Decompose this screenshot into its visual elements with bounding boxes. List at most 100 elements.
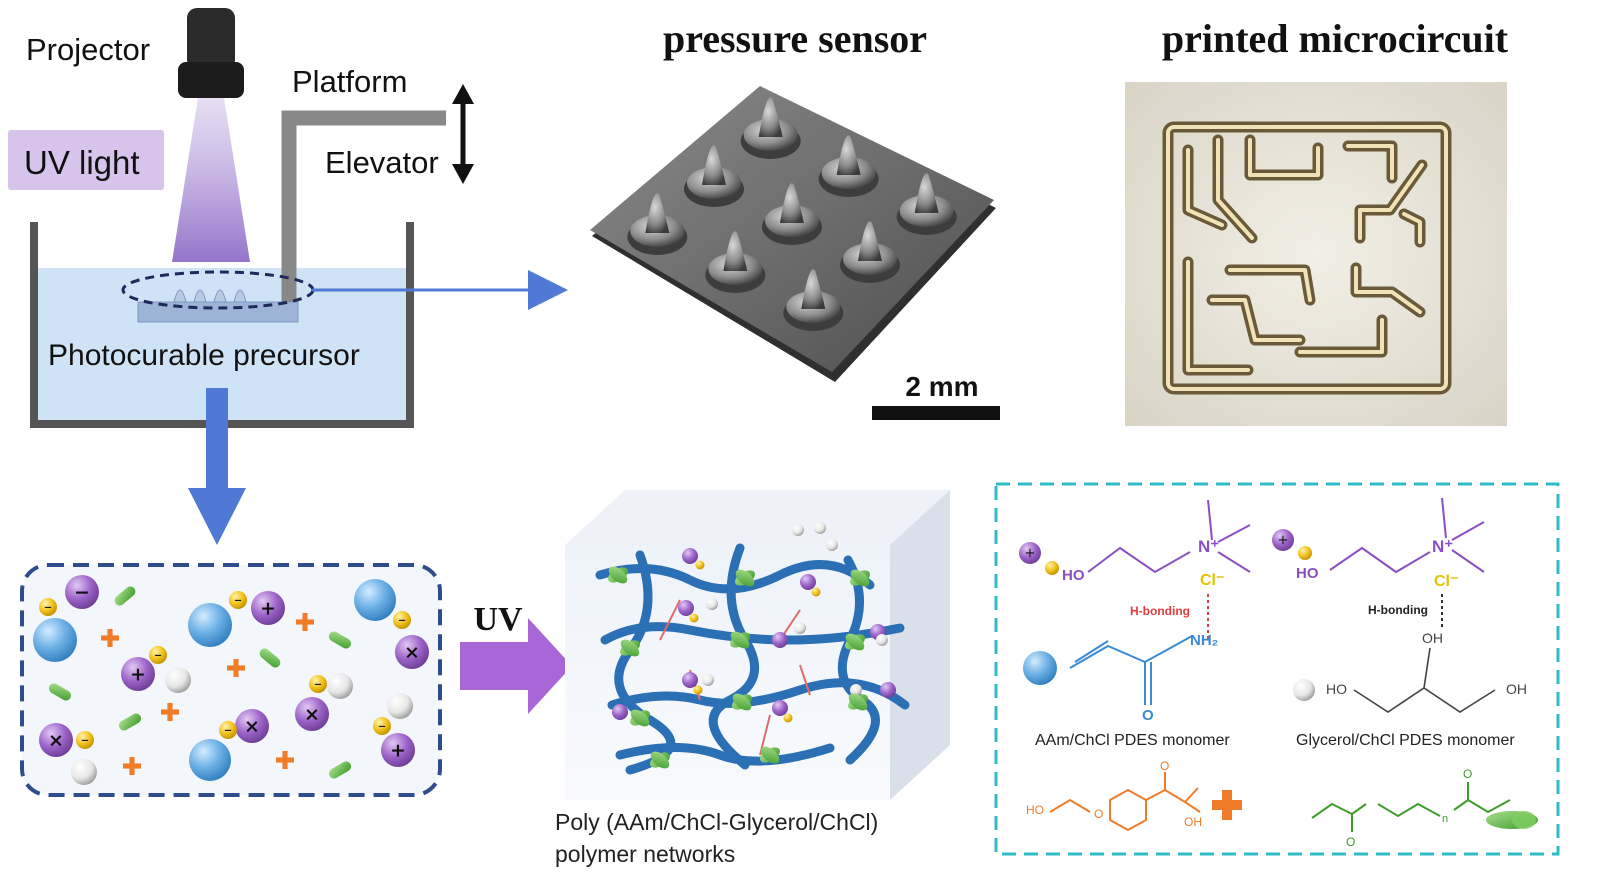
platform-label: Platform (292, 64, 407, 99)
initiator-o2: O (1160, 759, 1169, 773)
network-cation (800, 574, 816, 590)
anion-particle: − (373, 717, 391, 735)
pressure-sensor-image (590, 86, 1000, 420)
chemistry-panel: + + (994, 482, 1560, 856)
sensor-bump (684, 145, 744, 207)
network-cation (772, 700, 788, 716)
cation-particle: + (381, 733, 415, 767)
network-crosslink (620, 639, 640, 657)
uv-light-label: UV light (24, 144, 140, 181)
scale-bar-label: 2 mm (905, 371, 978, 402)
choline-structure-left: + (1019, 499, 1251, 705)
network-glycerol (794, 622, 806, 634)
crosslinker-particle (328, 631, 352, 649)
network-glycerol (876, 634, 888, 646)
network-cation (612, 704, 628, 720)
uv-light-box (8, 130, 164, 190)
cation-particle: − (65, 575, 99, 609)
svg-text:+: + (260, 598, 276, 619)
mixture-box (20, 563, 442, 797)
crosslinker-particle (328, 761, 352, 779)
svg-text:×: × (48, 730, 64, 751)
network-cation (678, 600, 694, 616)
network-anion (811, 587, 821, 597)
crosslinker-particle (259, 648, 281, 668)
chem-right-caption: Glycerol/ChCl PDES monomer (1296, 732, 1515, 749)
monomer-particle (33, 618, 77, 662)
crosslinker-n: n (1442, 813, 1448, 825)
network-caption-line1: Poly (AAm/ChCl-Glycerol/ChCl) (555, 809, 878, 835)
network-cube-side (890, 490, 950, 800)
crosslinker-structure (1311, 782, 1511, 832)
chem-left-n: N⁺ (1198, 537, 1219, 556)
arrow-down-to-mixture (188, 388, 246, 545)
sensor-bump (840, 221, 900, 283)
sensor-bumps (627, 97, 957, 331)
svg-text:+: + (390, 740, 406, 761)
initiator-particle (101, 629, 119, 647)
chem-right-n: N⁺ (1432, 537, 1453, 556)
elevator-arrow (452, 84, 474, 184)
cation-particle: × (235, 709, 269, 743)
network-crosslink (608, 566, 628, 584)
network-crosslink (850, 569, 870, 587)
chem-left-caption: AAm/ChCl PDES monomer (1035, 732, 1230, 749)
svg-text:−: − (314, 679, 322, 690)
glycerol-particle (71, 759, 97, 785)
svg-text:−: − (74, 582, 90, 603)
network-anion (689, 613, 699, 623)
vat-printer-apparatus (8, 8, 568, 545)
precursor-label: Photocurable precursor (48, 339, 360, 372)
chem-right-oh-top: OH (1422, 630, 1443, 646)
network-crosslink (735, 569, 755, 587)
platform-arm (281, 110, 446, 320)
microcircuit-title: printed microcircuit (1162, 16, 1509, 61)
anion-particle: − (309, 675, 327, 693)
chem-right-oh2: OH (1506, 681, 1527, 697)
svg-text:+: + (130, 664, 146, 685)
chem-left-o: O (1142, 707, 1154, 724)
network-particles (608, 522, 896, 769)
precursor-mixture-panel: −+×+×××+−−−−−−−− (20, 563, 442, 797)
network-cation (880, 682, 896, 698)
chem-right-ho: HO (1296, 565, 1319, 582)
cation-particle: × (39, 723, 73, 757)
anion-particle: − (39, 598, 57, 616)
printed-bumps (173, 289, 247, 303)
network-anion (783, 713, 793, 723)
projector-body (187, 8, 235, 70)
anion-particle: − (149, 646, 167, 664)
network-glycerol (814, 522, 826, 534)
cation-particle: + (251, 591, 285, 625)
sensor-bump (762, 183, 822, 245)
glycerol-particle (387, 693, 413, 719)
uv-beam (172, 98, 250, 262)
cation-particle: + (121, 657, 155, 691)
network-crosslink (630, 709, 650, 727)
anion-particle: − (219, 721, 237, 739)
monomer-particle (354, 579, 396, 621)
glycerol-particle (165, 667, 191, 693)
network-glycerol (792, 524, 804, 536)
svg-text:+: + (1025, 546, 1036, 561)
network-cube-top (565, 490, 950, 545)
arrow-to-sensor (312, 270, 568, 310)
network-glycerol (850, 684, 862, 696)
sensor-bump (705, 231, 766, 293)
initiator-o1: O (1094, 807, 1103, 821)
initiator-particle (276, 751, 294, 769)
anion-particle: − (76, 731, 94, 749)
network-cation (682, 548, 698, 564)
network-crosslink (732, 693, 752, 711)
microcircuit-image (1125, 82, 1507, 426)
sensor-bump (740, 97, 801, 159)
glycerol-particle (327, 673, 353, 699)
svg-text:×: × (304, 704, 320, 725)
initiator-ho: HO (1026, 803, 1044, 817)
network-glycerol (706, 598, 718, 610)
initiator-oh: OH (1184, 815, 1202, 829)
network-cation (682, 672, 698, 688)
cation-particle: × (295, 697, 329, 731)
sensor-bump (627, 193, 688, 255)
